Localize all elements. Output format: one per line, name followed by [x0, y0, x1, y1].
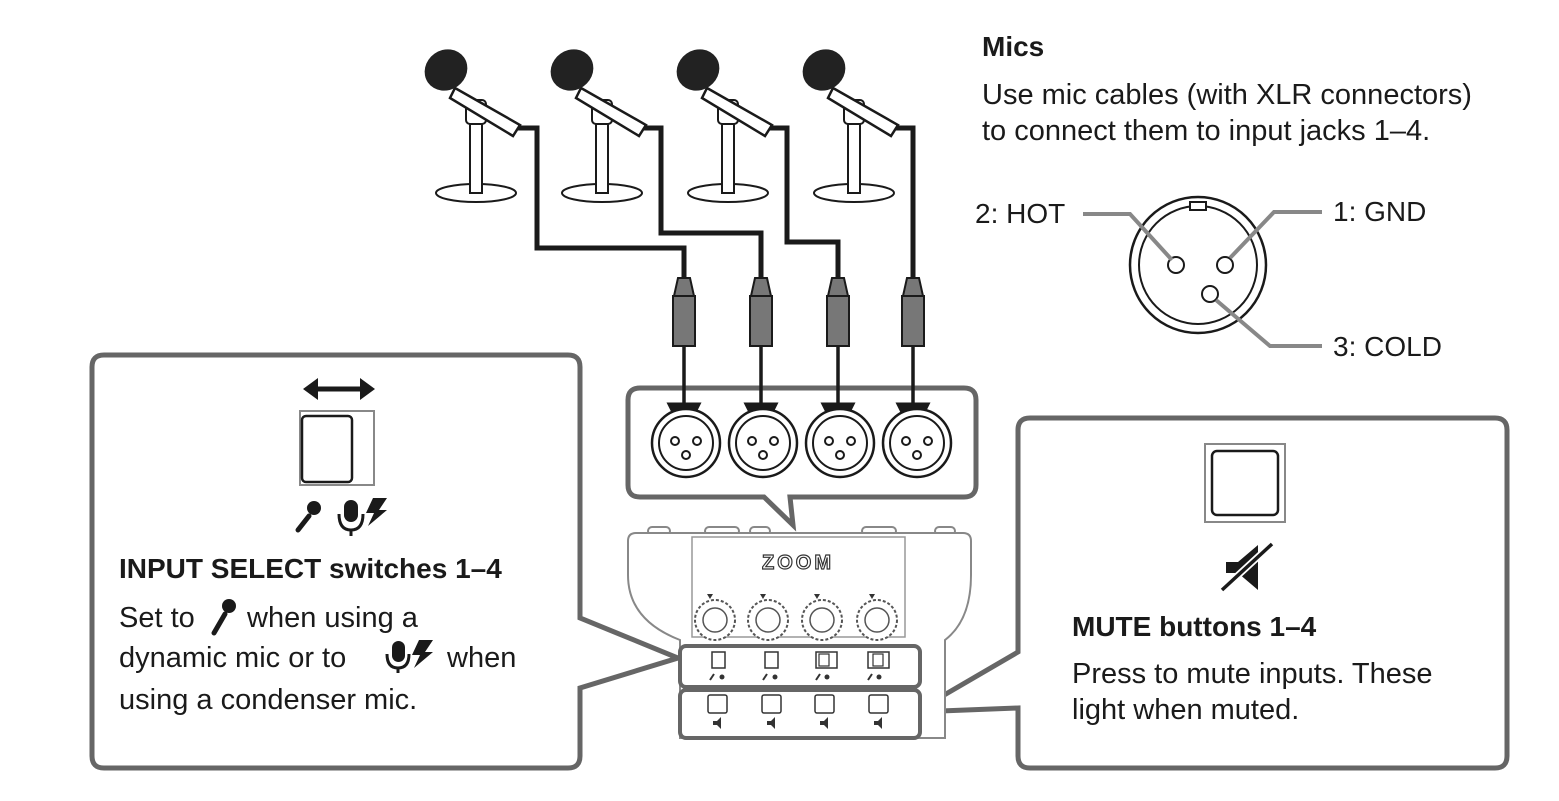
mics-desc-line-1: Use mic cables (with XLR connectors) — [982, 79, 1472, 111]
mics-title: Mics — [982, 31, 1045, 62]
device-mute-button-2 — [761, 694, 782, 729]
xlr-jack-1 — [650, 407, 722, 479]
microphone-3 — [676, 49, 774, 203]
pin2-leader — [1083, 212, 1174, 262]
inline-condenser-mic-icon — [385, 640, 433, 673]
mic-cable-1 — [518, 125, 687, 282]
condenser-mic-icon — [337, 498, 387, 536]
pin3-leader — [1214, 298, 1322, 348]
input-select-line-1b: when using a — [247, 602, 418, 634]
device-mute-button-4 — [868, 694, 889, 729]
mic-cable-4 — [896, 125, 916, 282]
xlr-jack-2 — [727, 407, 799, 479]
input-select-callout — [89, 352, 686, 771]
pin3-label: 3: COLD — [1333, 331, 1442, 362]
mute-title: MUTE buttons 1–4 — [1072, 611, 1317, 642]
xlr-jack-4 — [881, 407, 953, 479]
mute-desc-line-2: light when muted. — [1072, 694, 1300, 726]
input-select-line-3: using a condenser mic. — [119, 684, 418, 716]
pin1-leader — [1228, 210, 1322, 260]
xlr-pinout — [1083, 195, 1322, 348]
pin1-label: 1: GND — [1333, 196, 1427, 227]
mics-desc-line-2: to connect them to input jacks 1–4. — [982, 115, 1431, 147]
xlr-plug-2 — [749, 277, 773, 347]
input-select-switch-3 — [815, 651, 838, 681]
xlr-plug-3 — [826, 277, 850, 347]
xlr-plug-1 — [672, 277, 696, 347]
zoom-device: ZOOM — [627, 526, 972, 740]
gain-knob-4 — [856, 594, 898, 641]
double-arrow-icon — [303, 378, 375, 400]
microphone-1 — [424, 49, 522, 203]
microphone-4 — [802, 49, 900, 203]
device-mute-button-3 — [814, 694, 835, 729]
input-select-line-1a: Set to — [119, 602, 195, 634]
xlr-plug-4 — [901, 277, 925, 347]
input-select-switch-1 — [709, 651, 726, 681]
input-select-line-2a: dynamic mic or to — [119, 642, 347, 674]
mute-callout — [913, 415, 1510, 771]
mute-row-highlight — [678, 688, 922, 740]
mic-cable-3 — [770, 125, 841, 282]
input-select-switch-4 — [867, 651, 890, 681]
input-select-line-2b: when — [447, 642, 517, 674]
xlr-jack-3 — [804, 407, 876, 479]
mic-cable-2 — [644, 125, 764, 282]
mute-speaker-icon — [1219, 541, 1275, 593]
input-select-row-highlight — [678, 644, 922, 689]
input-select-title: INPUT SELECT switches 1–4 — [119, 553, 502, 584]
dynamic-mic-icon — [295, 501, 321, 533]
inline-dynamic-mic-icon — [211, 599, 236, 636]
gain-knob-1 — [694, 594, 736, 641]
gain-knob-2 — [747, 594, 789, 641]
pin2-label: 2: HOT — [975, 198, 1066, 229]
gain-knob-3 — [801, 594, 843, 641]
device-mute-button-1 — [707, 694, 728, 729]
input-select-switch-illustration — [299, 410, 375, 486]
input-select-switch-2 — [762, 651, 779, 681]
mute-desc-line-1: Press to mute inputs. These — [1072, 658, 1433, 690]
mute-button-illustration — [1204, 443, 1286, 523]
microphone-2 — [550, 49, 648, 203]
device-brand-logo: ZOOM — [762, 552, 834, 574]
